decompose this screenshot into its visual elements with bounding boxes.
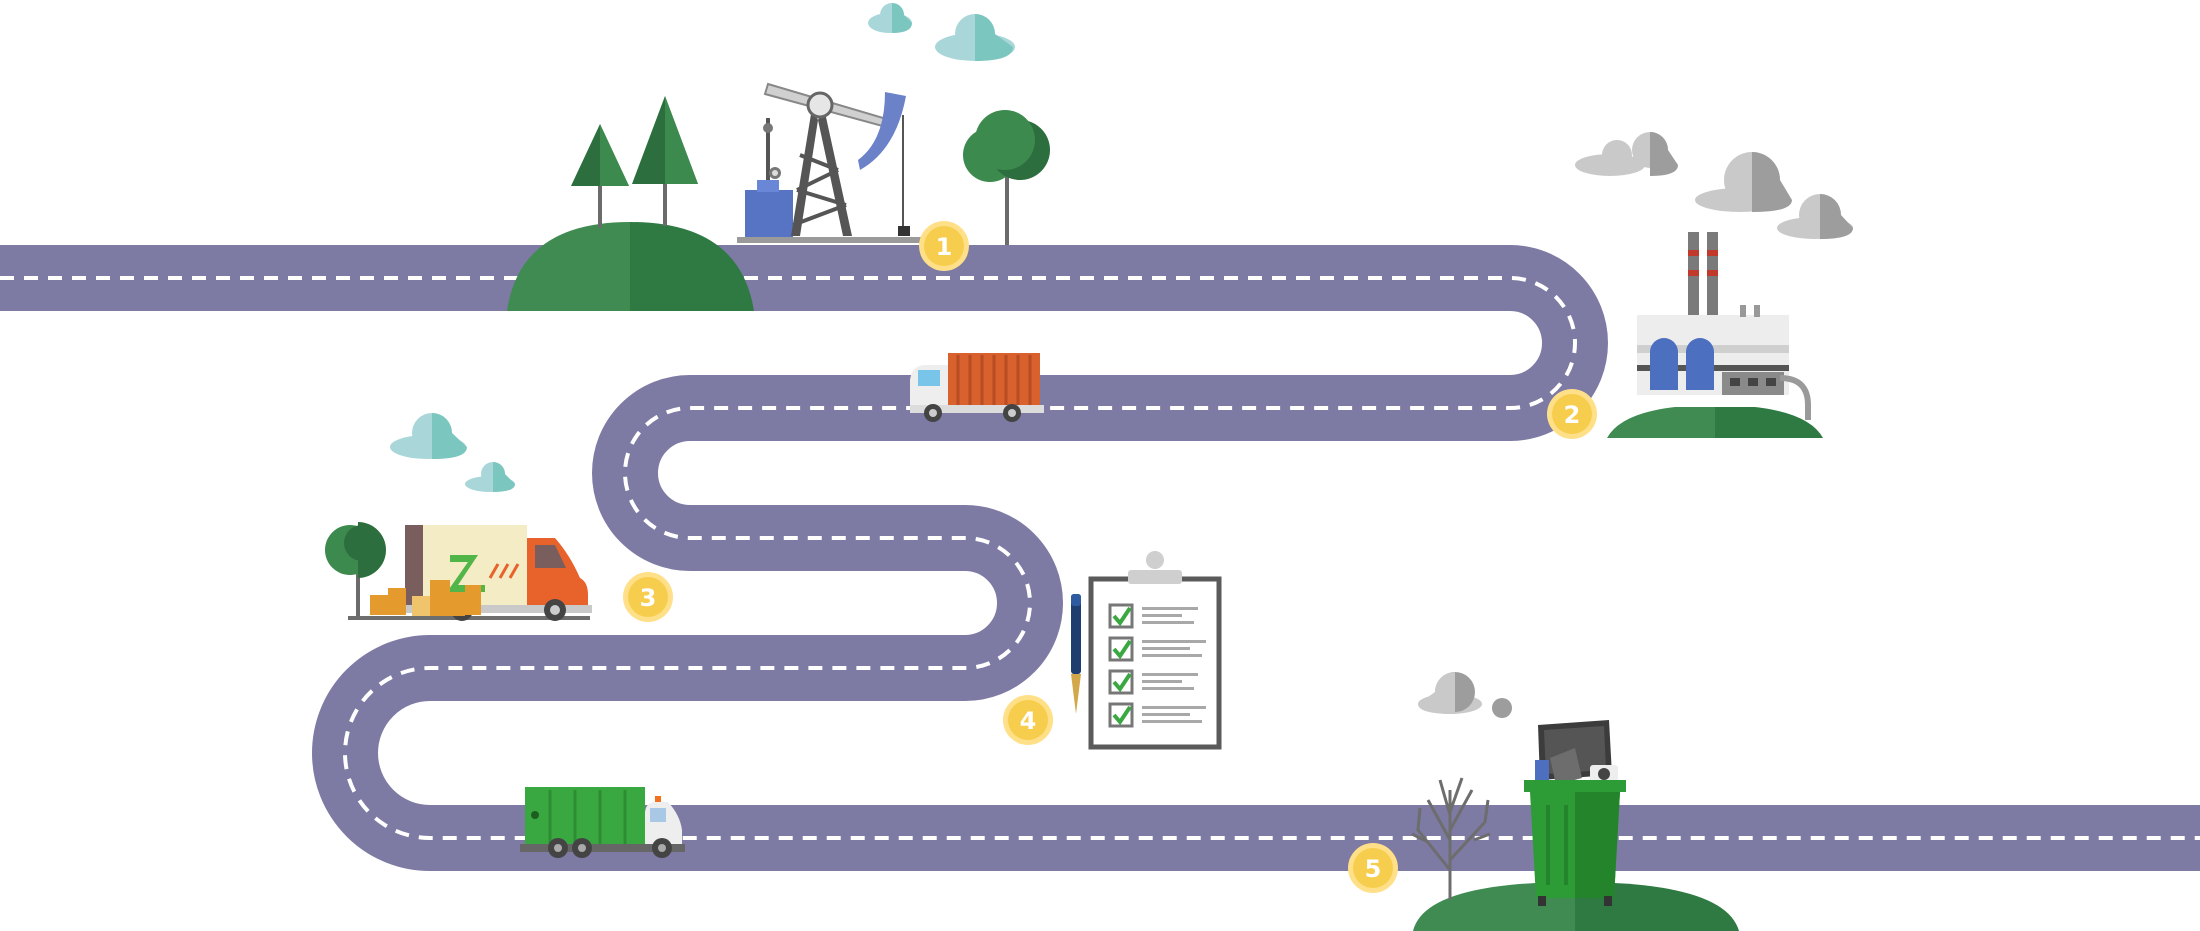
clipboard-checklist-icon [1088, 551, 1222, 750]
checklist-item [1108, 669, 1198, 695]
hill [630, 222, 754, 311]
step-markers: 1 2 3 4 5 [623, 221, 1597, 893]
checkmark-icon [1112, 705, 1132, 726]
checkmark-icon [1112, 606, 1132, 627]
round-tree-icon [963, 110, 1050, 245]
step-marker-label: 3 [640, 584, 657, 612]
cargo-truck-icon [910, 353, 1044, 422]
delivery-scene [325, 413, 592, 621]
step-marker-1: 1 [919, 221, 969, 271]
cardboard-boxes [370, 580, 481, 616]
paperwork-scene [1071, 551, 1222, 750]
step-marker-label: 1 [936, 233, 953, 261]
pine-tree-icon [632, 96, 698, 226]
fountain-pen-icon [1071, 594, 1081, 714]
waste-bin-icon [1524, 720, 1626, 906]
cloud-icon [1695, 152, 1792, 212]
factory-scene [1575, 132, 1853, 438]
factory-icon [1637, 232, 1811, 420]
hill [1715, 405, 1823, 438]
checklist-item [1108, 702, 1206, 728]
cloud-icon [465, 462, 515, 492]
step-marker-3: 3 [623, 572, 673, 622]
step-marker-label: 5 [1365, 855, 1382, 883]
hill [1413, 882, 1575, 931]
hill [1607, 405, 1715, 438]
cloud-icon [1777, 194, 1853, 239]
road [0, 245, 2200, 871]
checkmark-icon [1112, 639, 1132, 660]
step-marker-label: 2 [1564, 401, 1581, 429]
road-surface [0, 245, 2200, 871]
checkmark-icon [1112, 672, 1132, 693]
cloud-icon [868, 3, 912, 33]
checklist-item [1108, 603, 1198, 629]
garbage-truck-icon [520, 787, 685, 858]
round-tree-icon [325, 522, 386, 616]
cloud-icon [1575, 132, 1678, 176]
bare-tree-icon [1411, 777, 1491, 900]
hill [1575, 882, 1739, 931]
hill [507, 222, 630, 311]
cloud-icon [1418, 672, 1512, 718]
step-marker-5: 5 [1348, 843, 1398, 893]
checklist-item [1108, 636, 1206, 662]
cloud-icon [390, 413, 467, 459]
step-marker-4: 4 [1003, 695, 1053, 745]
disposal-scene [1411, 672, 1739, 931]
pine-tree-icon [571, 124, 629, 228]
step-marker-2: 2 [1547, 389, 1597, 439]
oil-pump-jack-icon [737, 82, 922, 243]
cloud-icon [935, 14, 1015, 61]
oil-extraction-scene [507, 3, 1050, 311]
step-marker-label: 4 [1020, 707, 1037, 735]
